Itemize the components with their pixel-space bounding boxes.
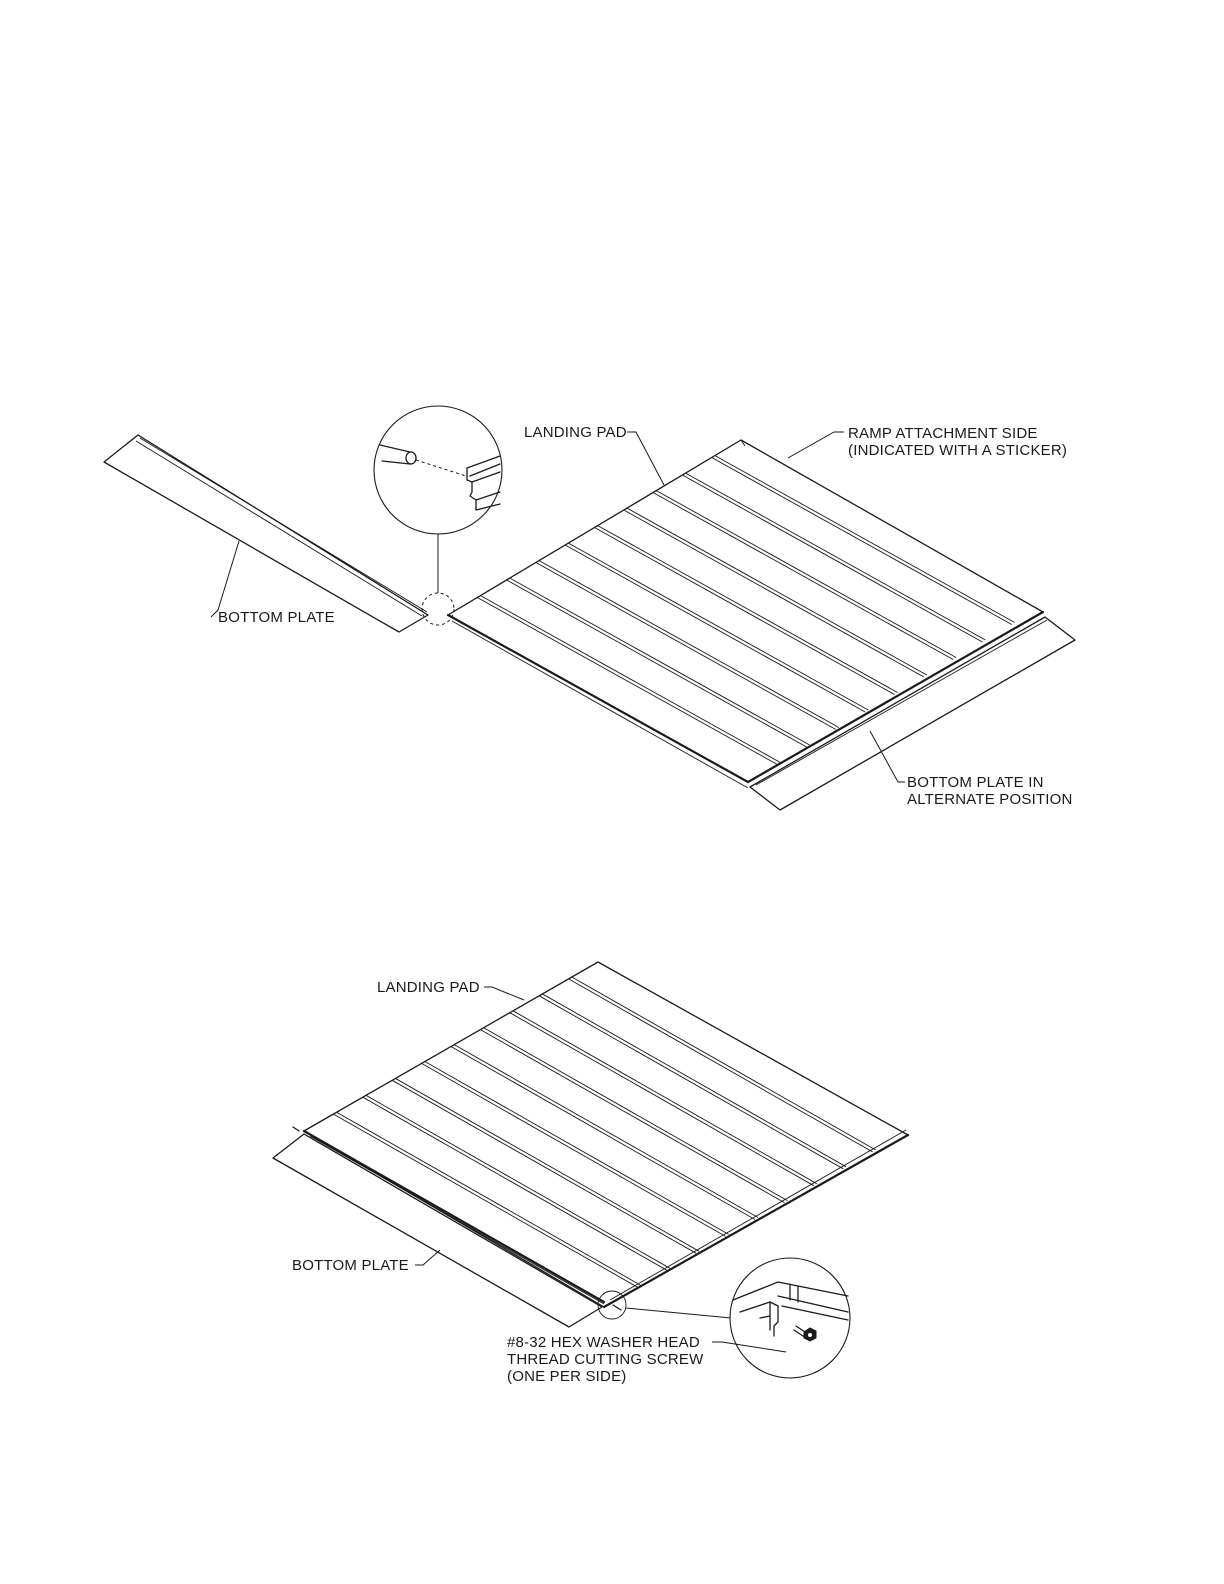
ramp-side-label-line1: RAMP ATTACHMENT SIDE: [848, 425, 1038, 442]
board-seam: [569, 979, 873, 1152]
bottom-assembly-view: LANDING PAD BOTTOM PLATE #8-32 HEX WASHE…: [273, 962, 908, 1385]
board-seam: [542, 994, 846, 1167]
screw-right-marker: [613, 1305, 621, 1310]
alt-position-leader: [870, 731, 905, 782]
board-seam: [536, 563, 836, 730]
board-seam: [507, 580, 807, 747]
bottom-plate-leader-top: [211, 541, 239, 617]
bottom-plate-lower: [273, 1134, 604, 1327]
board-seam: [539, 996, 843, 1169]
board-seam: [392, 1080, 696, 1253]
board-seam: [715, 456, 1015, 623]
board-seam: [712, 458, 1012, 625]
board-seam: [598, 526, 898, 693]
top-detail-callout: [374, 406, 502, 625]
board-seam: [510, 578, 810, 745]
landing-pad-label-bottom: LANDING PAD: [377, 979, 480, 996]
board-seam: [627, 508, 927, 675]
board-seam: [483, 1028, 787, 1201]
board-seam: [451, 1047, 755, 1220]
board-seam: [595, 528, 895, 695]
board-seam: [682, 475, 982, 642]
board-seam: [477, 598, 777, 765]
bottom-plate-leader-bottom: [415, 1250, 440, 1265]
board-seam: [480, 596, 780, 763]
board-seam: [656, 491, 956, 658]
board-seam: [565, 545, 865, 712]
board-seam: [653, 493, 953, 660]
board-seam: [363, 1097, 667, 1270]
ramp-side-label-line2: (INDICATED WITH A STICKER): [848, 442, 1067, 459]
board-seam: [425, 1061, 729, 1234]
board-seam: [572, 977, 876, 1150]
landing-pad-leader-top: [627, 432, 664, 485]
landing-pad-boards: [477, 456, 1014, 765]
landing-pad-bottom: [304, 962, 908, 1307]
board-seam: [685, 473, 985, 640]
board-seam: [422, 1063, 726, 1236]
top-assembly-view: LANDING PAD RAMP ATTACHMENT SIDE (INDICA…: [104, 406, 1075, 810]
screw-label-line1: #8-32 HEX WASHER HEAD: [507, 1334, 700, 1351]
board-seam: [624, 510, 924, 677]
alt-position-label-line2: ALTERNATE POSITION: [907, 791, 1073, 808]
alt-position-label-line1: BOTTOM PLATE IN: [907, 774, 1044, 791]
screw-label-line2: THREAD CUTTING SCREW: [507, 1351, 704, 1368]
bottom-plate-label-bottom: BOTTOM PLATE: [292, 1257, 409, 1274]
board-seam: [539, 561, 839, 728]
bottom-plate-label-top: BOTTOM PLATE: [218, 609, 335, 626]
landing-pad-leader-bottom: [484, 987, 524, 1000]
board-seam: [510, 1013, 814, 1186]
board-seam: [480, 1030, 784, 1203]
screw-left-marker: [293, 1127, 299, 1131]
ramp-side-leader: [788, 432, 844, 458]
board-seam: [513, 1011, 817, 1184]
board-seam: [395, 1078, 699, 1251]
landing-pad-top: [448, 440, 1043, 788]
board-seam: [454, 1045, 758, 1218]
landing-pad-label-top: LANDING PAD: [524, 424, 627, 441]
board-seam: [568, 543, 868, 710]
landing-pad-boards: [333, 977, 875, 1287]
board-seam: [366, 1095, 670, 1268]
screw-label-line3: (ONE PER SIDE): [507, 1368, 626, 1385]
